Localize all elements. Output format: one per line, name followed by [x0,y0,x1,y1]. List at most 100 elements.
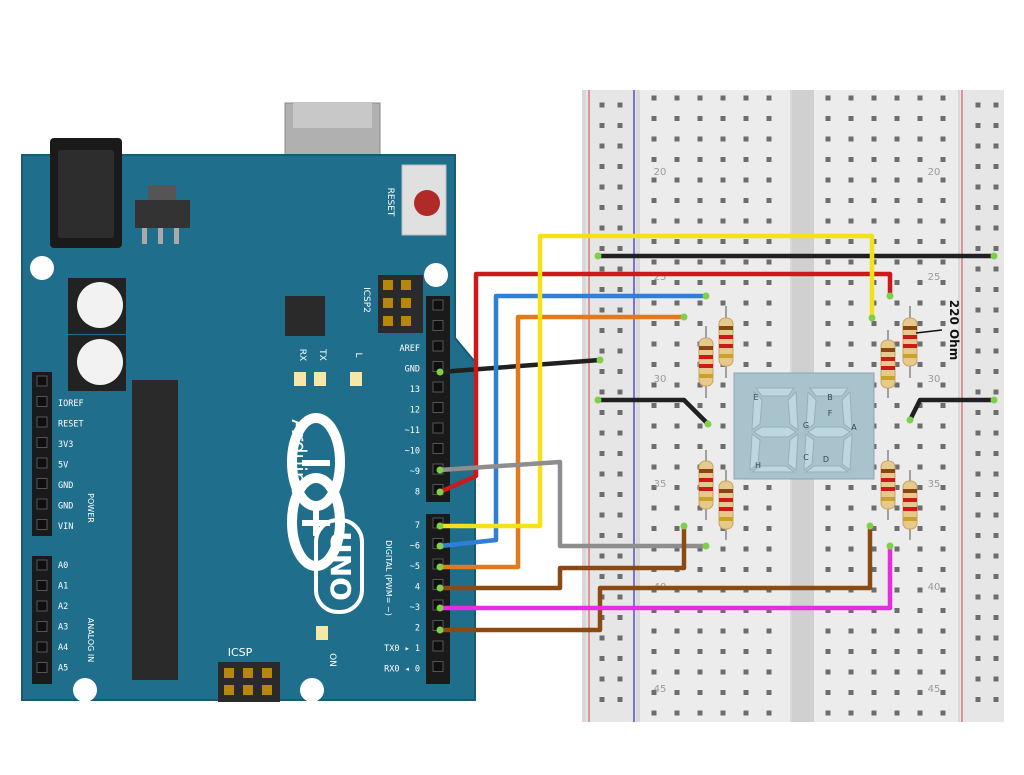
digital-pin-label: TX0 ▸ 1 [384,644,420,654]
l-led [350,372,362,386]
pin-socket [36,600,48,612]
arduino-brand: Arduino [287,419,311,496]
pin-socket [36,416,48,428]
segment-label: G [803,421,809,430]
mounting-hole [30,256,54,280]
row-number-left: 20 [654,167,667,178]
analog-pin-label: A4 [58,643,68,653]
segment-label: B [827,393,833,402]
digital-pin-label: 8 [415,488,420,498]
analog-pin-label: A2 [58,602,68,612]
wire-end [704,420,712,428]
digital-pin-label: ~10 [405,447,420,457]
segment-lower-right [787,432,799,471]
wire-end [594,396,602,404]
wire-pin-8 [437,271,893,495]
digital-pin-label: AREF [400,344,420,354]
reset-button[interactable] [401,164,447,236]
icsp-pin [401,280,411,290]
wire-end [990,396,998,404]
wire-end [906,416,914,424]
icsp-pin [224,668,234,678]
pin-socket [432,381,444,393]
resistor-220-ohm [902,306,918,378]
icsp-pin [383,316,393,326]
digital-pin-label: ~3 [410,603,420,613]
segment-bottom [804,465,850,473]
pin-socket [36,641,48,653]
digital-pin-label: 4 [415,583,420,593]
icsp-pin [243,685,253,695]
icsp-pin [383,298,393,308]
wire-common-left [595,397,711,427]
pin-socket [432,340,444,352]
mounting-hole [73,678,97,702]
segment-upper-right [841,390,853,432]
power-header-label: POWER [86,493,95,523]
power-pin-label: VIN [58,522,73,532]
row-number-right: 45 [928,684,941,695]
pin-socket [432,402,444,413]
segment-bottom [750,465,796,473]
digital-pin-label: 12 [410,406,420,416]
wire-pin-2 [437,523,873,633]
row-number-left: 30 [654,374,667,385]
l-led-label: L [353,352,363,357]
pin-socket [432,640,444,652]
capacitor-1 [68,278,126,334]
wire-end [436,368,444,376]
microcontroller-chip [132,380,178,680]
segment-upper-left [805,390,817,432]
row-number-left: 45 [654,684,667,695]
digital-pin-label: RX0 ◂ 0 [384,665,420,675]
wire-end [866,522,874,530]
voltage-regulator [135,200,190,228]
power-pin-label: GND [58,502,73,512]
segment-lower-left [749,433,761,472]
analog-pin-label: A3 [58,623,68,633]
power-pin-label: GND [58,481,73,491]
wire-end [702,292,710,300]
segment-lower-left [803,433,815,472]
on-led [316,626,328,640]
power-pin-label: IOREF [58,399,84,409]
capacitor-2 [68,335,126,391]
pin-socket [36,662,48,673]
segment-top [755,387,795,397]
wire-end [990,252,998,260]
wire-pin-7 [437,233,875,529]
usb-chip [285,296,325,336]
wire-pin-5 [437,314,687,570]
pin-socket [36,375,48,387]
uno-model: UNO [324,531,357,601]
digital-pin-label: 2 [415,624,420,634]
icsp-label: ICSP [228,646,253,659]
row-number-right: 25 [928,272,941,283]
wire-end [596,356,604,364]
wire-common-right [907,397,997,423]
pin-socket [432,299,444,311]
resistor-220-ohm [880,330,896,398]
digital-pin-label: ~5 [410,562,420,572]
digital-pin-label: ~9 [410,467,420,477]
power-pin-label: 3V3 [58,440,73,450]
wire-end [436,542,444,550]
analog-pin-label: A5 [58,664,68,674]
icsp-pin [224,685,234,695]
resistor-220-ohm [698,326,714,398]
analog-pin-label: A0 [58,561,68,571]
analog-header-label: ANALOG IN [86,618,95,663]
power-header [32,372,52,536]
segment-top [809,387,849,397]
rx-label: RX [297,349,307,361]
wire-end [702,542,710,550]
digital-pin-label: 13 [410,385,420,395]
icsp-pin [262,685,272,695]
wire-end [436,584,444,592]
pin-socket [36,519,48,530]
wire-end [680,522,688,530]
segment-lower-right [841,432,853,471]
segment-label: A [851,423,857,432]
rx-led [294,372,306,386]
